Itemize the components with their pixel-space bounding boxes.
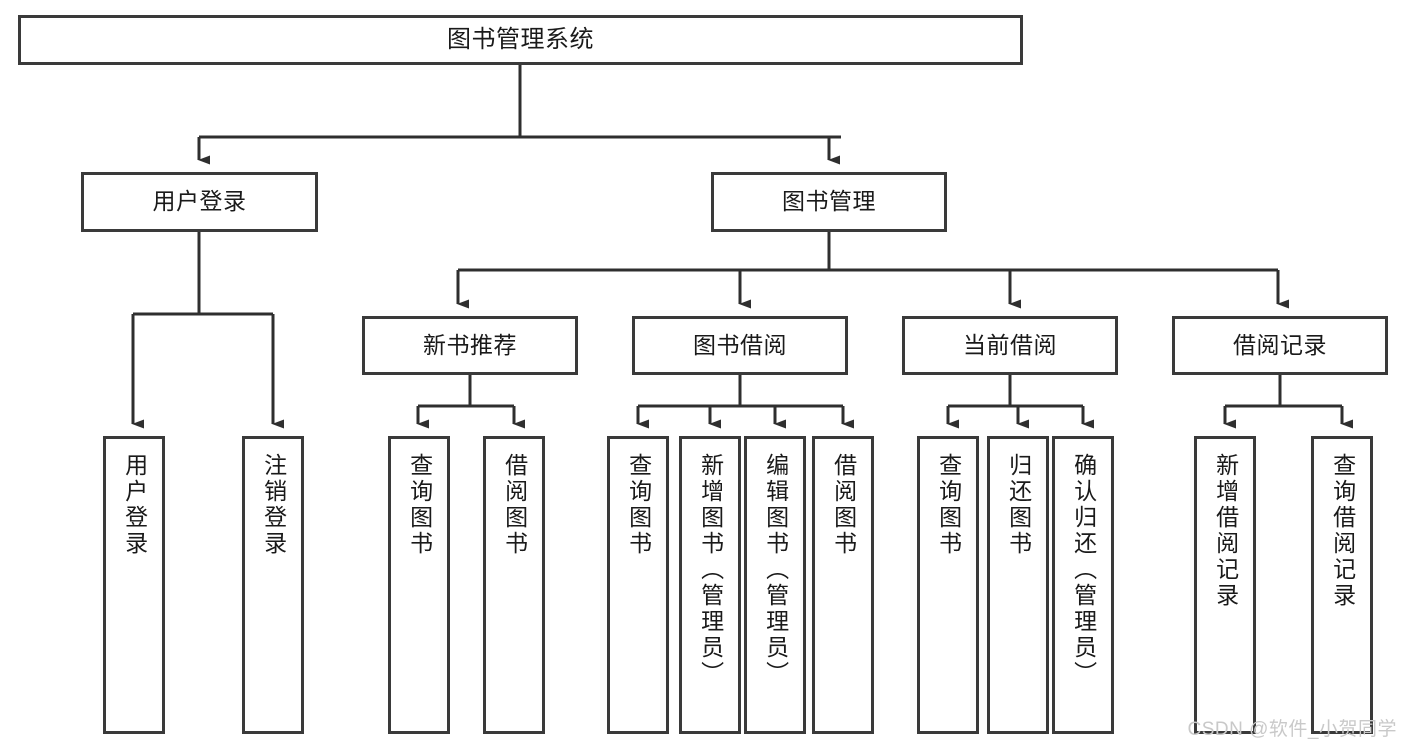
node-leaf-user-login[interactable]: 用户登录 — [103, 436, 165, 734]
node-leaf-logout-label: 注销登录 — [260, 453, 287, 557]
csdn-watermark: CSDN @软件_小贺同学 — [1187, 719, 1397, 740]
node-leaf-confirm-return-label: 确认归还（管理员） — [1070, 453, 1097, 687]
node-root-label: 图书管理系统 — [447, 25, 594, 53]
node-new-book-rec-label: 新书推荐 — [423, 331, 517, 358]
node-leaf-confirm-return[interactable]: 确认归还（管理员） — [1052, 436, 1114, 734]
node-borrow-record-label: 借阅记录 — [1233, 331, 1327, 358]
node-root[interactable]: 图书管理系统 — [18, 15, 1023, 65]
node-user-login[interactable]: 用户登录 — [81, 172, 318, 232]
node-leaf-query-record-label: 查询借阅记录 — [1329, 453, 1356, 609]
node-leaf-borrow-book-rec[interactable]: 借阅图书 — [483, 436, 545, 734]
node-leaf-add-record-label: 新增借阅记录 — [1212, 453, 1239, 609]
node-leaf-query-book-rec-label: 查询图书 — [406, 453, 433, 557]
node-borrow-record[interactable]: 借阅记录 — [1172, 316, 1388, 375]
node-book-manage[interactable]: 图书管理 — [711, 172, 947, 232]
node-leaf-logout[interactable]: 注销登录 — [242, 436, 304, 734]
node-leaf-query-book-borrow[interactable]: 查询图书 — [607, 436, 669, 734]
node-book-borrow-label: 图书借阅 — [693, 331, 787, 358]
node-leaf-borrow-book-borrow[interactable]: 借阅图书 — [812, 436, 874, 734]
node-leaf-user-login-label: 用户登录 — [121, 453, 148, 557]
node-leaf-query-record[interactable]: 查询借阅记录 — [1311, 436, 1373, 734]
node-leaf-borrow-book-rec-label: 借阅图书 — [501, 453, 528, 557]
node-book-manage-label: 图书管理 — [782, 188, 876, 215]
node-leaf-edit-book[interactable]: 编辑图书（管理员） — [744, 436, 806, 734]
node-leaf-add-book[interactable]: 新增图书（管理员） — [679, 436, 741, 734]
node-leaf-borrow-book-borrow-label: 借阅图书 — [830, 453, 857, 557]
node-leaf-return-book-label: 归还图书 — [1005, 453, 1032, 557]
node-current-borrow[interactable]: 当前借阅 — [902, 316, 1118, 375]
node-leaf-query-book-current[interactable]: 查询图书 — [917, 436, 979, 734]
node-leaf-return-book[interactable]: 归还图书 — [987, 436, 1049, 734]
node-user-login-label: 用户登录 — [152, 188, 247, 215]
node-book-borrow[interactable]: 图书借阅 — [632, 316, 848, 375]
node-leaf-add-book-label: 新增图书（管理员） — [697, 453, 724, 687]
node-leaf-query-book-rec[interactable]: 查询图书 — [388, 436, 450, 734]
node-leaf-query-book-borrow-label: 查询图书 — [625, 453, 652, 557]
node-leaf-add-record[interactable]: 新增借阅记录 — [1194, 436, 1256, 734]
node-current-borrow-label: 当前借阅 — [963, 331, 1057, 358]
node-leaf-query-book-current-label: 查询图书 — [935, 453, 962, 557]
node-new-book-rec[interactable]: 新书推荐 — [362, 316, 578, 375]
node-leaf-edit-book-label: 编辑图书（管理员） — [762, 453, 789, 687]
